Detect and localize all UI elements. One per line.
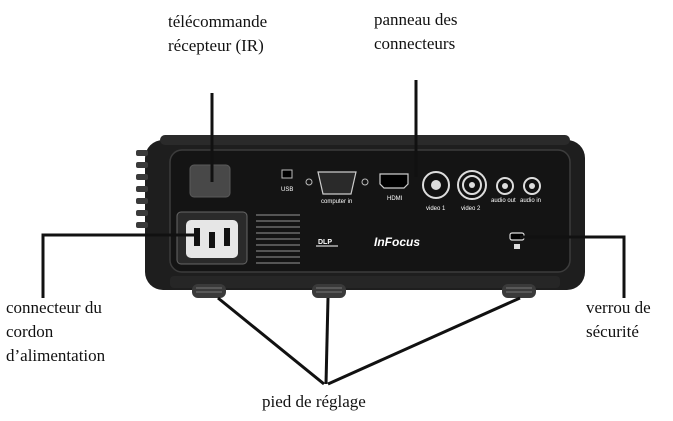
callout-security-lock-line2: sécurité: [586, 322, 639, 341]
power-inlet: [176, 211, 248, 265]
dlp-logo: DLP: [318, 239, 332, 246]
adjust-foot-center: [312, 284, 346, 298]
adjust-foot-right: [502, 284, 536, 298]
hdmi-label: HDMI: [387, 196, 403, 202]
callout-ir-receiver-line1: télécommande: [168, 12, 268, 31]
video2-label: video 2: [461, 206, 481, 212]
ir-receiver-window: [189, 164, 231, 198]
video1-label: video 1: [426, 206, 446, 212]
brand-logo: InFocus: [374, 235, 420, 249]
callout-power-connector-line1: connecteur du: [6, 298, 102, 317]
audio-in-label: audio in: [520, 198, 541, 204]
usb-port: [281, 169, 293, 179]
vent-grille: [256, 214, 300, 264]
callout-adjust-foot: pied de réglage: [262, 390, 366, 414]
leader-foot-left: [217, 296, 325, 386]
callout-connector-panel: panneau des connecteurs: [374, 8, 458, 56]
leader-power-connector: [41, 233, 194, 298]
leader-security-lock: [520, 235, 626, 298]
computer-in-port: [305, 171, 369, 195]
audio-out-label: audio out: [491, 198, 516, 204]
callout-power-connector-line3: d’alimentation: [6, 346, 106, 365]
hdmi-port: [379, 173, 409, 189]
leader-foot-right: [327, 296, 521, 386]
callout-power-connector-line2: cordon: [6, 322, 54, 341]
callout-connector-panel-line1: panneau des: [374, 10, 458, 29]
projector-top-edge: [160, 135, 570, 145]
callout-security-lock: verrou de sécurité: [586, 296, 651, 344]
side-grip-ridges: [136, 150, 148, 228]
callout-ir-receiver-line2: récepteur (IR): [168, 36, 264, 55]
callout-connector-panel-line2: connecteurs: [374, 34, 456, 53]
callout-adjust-foot-text: pied de réglage: [262, 392, 366, 411]
lock-icon: [514, 244, 520, 249]
adjust-foot-left: [192, 284, 226, 298]
usb-label: USB: [281, 187, 293, 193]
callout-power-connector: connecteur du cordon d’alimentation: [6, 296, 105, 368]
computer-in-label: computer in: [321, 199, 352, 205]
callout-security-lock-line1: verrou de: [586, 298, 651, 317]
leader-foot-center: [324, 297, 330, 385]
leader-lines: [41, 80, 626, 386]
callout-ir-receiver: télécommande récepteur (IR): [168, 10, 267, 58]
projector-bottom-rim: [170, 276, 560, 288]
